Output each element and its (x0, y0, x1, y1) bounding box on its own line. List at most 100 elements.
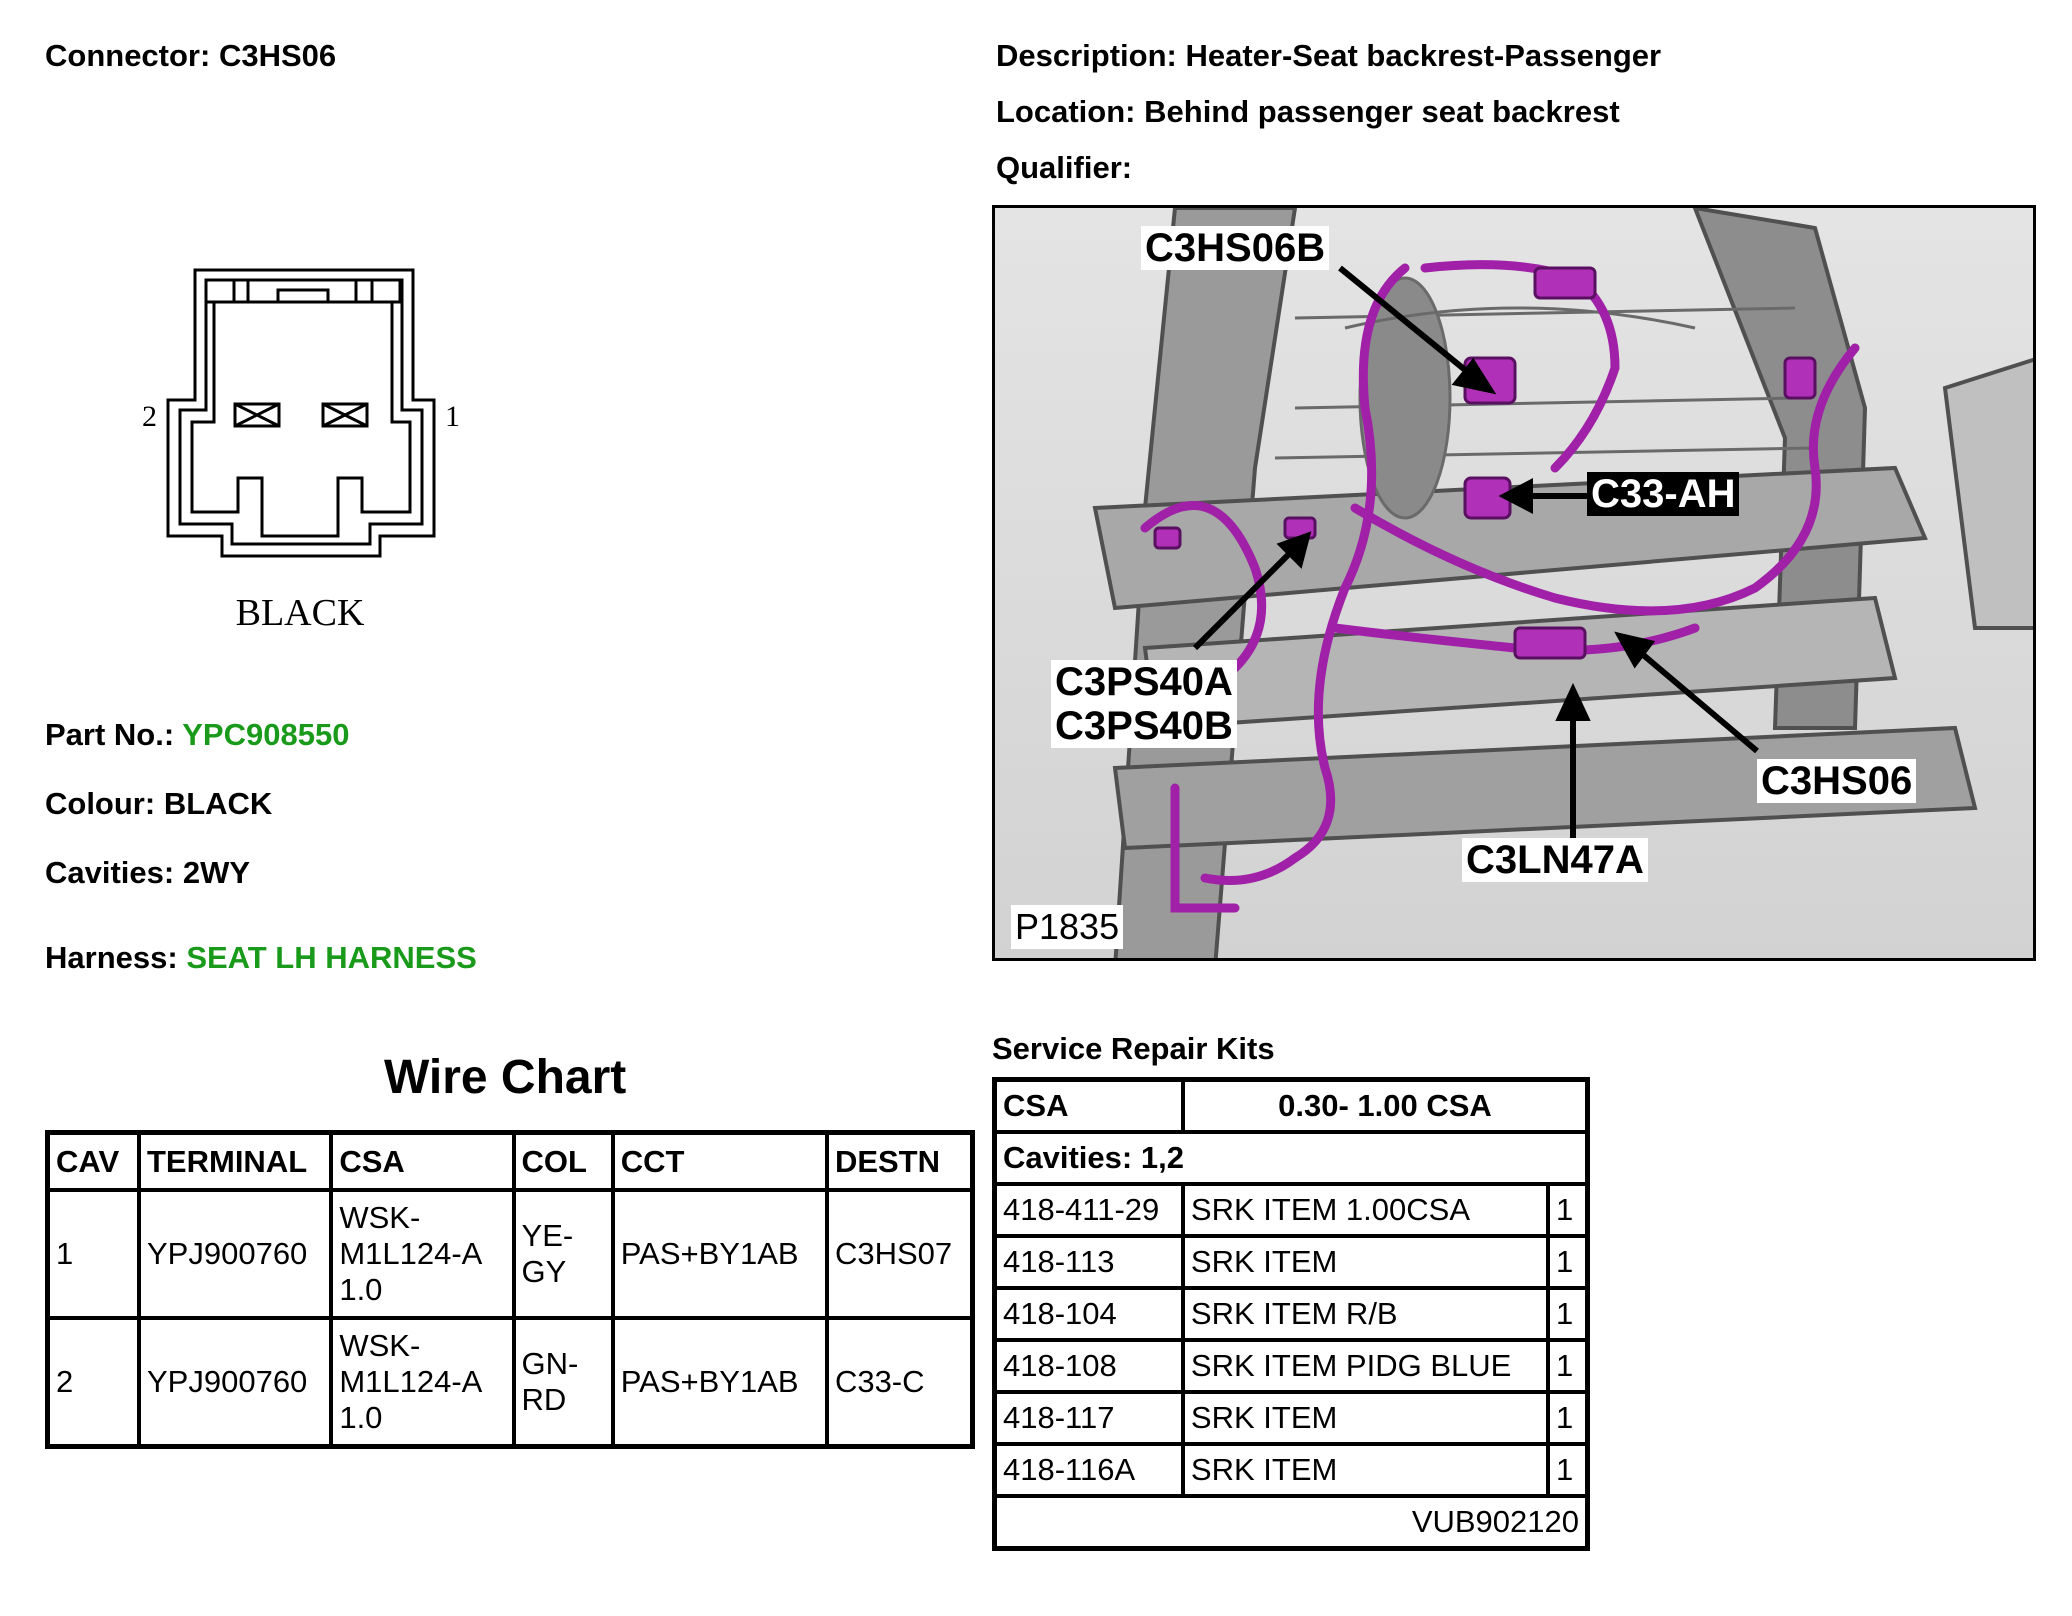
cell-col: GN- RD (511, 1316, 615, 1449)
location-line: Location: Behind passenger seat backrest (996, 94, 1620, 130)
colour-value: BLACK (163, 786, 273, 821)
header-col: COL (511, 1130, 615, 1192)
col-line: YE- (521, 1218, 574, 1253)
connector-line: Connector: C3HS06 (45, 38, 336, 74)
pin-2-label: 2 (142, 400, 157, 433)
srk-name: SRK ITEM (1180, 1442, 1551, 1498)
wire-chart-table: CAV TERMINAL CSA COL CCT DESTN 1 YPJ9007… (45, 1130, 975, 1449)
callout-c3ps40b: C3PS40B (1051, 704, 1237, 748)
srk-table: CSA 0.30- 1.00 CSA Cavities: 1,2 418-411… (992, 1077, 1590, 1551)
header-cav: CAV (45, 1130, 141, 1192)
callout-c3hs06b: C3HS06B (1141, 226, 1330, 270)
srk-qty: 1 (1546, 1234, 1590, 1290)
callout-c3hs06: C3HS06 (1757, 759, 1917, 803)
connector-face-diagram: 2 1 BLACK (142, 268, 460, 634)
colour-label: Colour: (45, 786, 156, 821)
srk-cavities: Cavities: 1,2 (992, 1130, 1590, 1186)
description-value: Heater-Seat backrest-Passenger (1185, 38, 1662, 73)
srk-title: Service Repair Kits (992, 1031, 1275, 1066)
cell-destn: C33-C (824, 1316, 975, 1449)
table-row: 418-116A SRK ITEM 1 (992, 1442, 1590, 1498)
photo-reference: P1835 (1011, 905, 1124, 949)
srk-csa-label: CSA (992, 1077, 1185, 1134)
col-line: GN- (521, 1346, 579, 1381)
wire-chart-header-row: CAV TERMINAL CSA COL CCT DESTN (45, 1130, 975, 1192)
cell-csa: WSK- M1L124-A 1.0 (329, 1188, 516, 1320)
table-row: 2 YPJ900760 WSK- M1L124-A 1.0 GN- RD PAS… (45, 1316, 975, 1449)
table-row: 418-104 SRK ITEM R/B 1 (992, 1286, 1590, 1342)
cell-cct: PAS+BY1AB (610, 1188, 829, 1320)
diagram-colour-label: BLACK (236, 592, 365, 634)
srk-name: SRK ITEM R/B (1180, 1286, 1551, 1342)
srk-name: SRK ITEM (1180, 1234, 1551, 1290)
part-no-line: Part No.: YPC908550 (45, 717, 349, 753)
qualifier-line: Qualifier: (996, 150, 1132, 186)
srk-code: 418-116A (992, 1442, 1185, 1498)
srk-qty: 1 (1546, 1182, 1590, 1238)
part-no-link[interactable]: YPC908550 (182, 717, 350, 752)
location-value: Behind passenger seat backrest (1144, 94, 1620, 129)
header-terminal: TERMINAL (136, 1130, 334, 1192)
srk-footer-row: VUB902120 (992, 1494, 1590, 1551)
cell-terminal: YPJ900760 (136, 1188, 334, 1320)
header-cct: CCT (610, 1130, 829, 1192)
table-row: 418-108 SRK ITEM PIDG BLUE 1 (992, 1338, 1590, 1394)
part-no-label: Part No.: (45, 717, 175, 752)
srk-code: 418-104 (992, 1286, 1185, 1342)
cell-cav: 1 (45, 1188, 141, 1320)
csa-line: 1.0 (339, 1400, 383, 1435)
header-destn: DESTN (824, 1130, 975, 1192)
callout-c3ln47a: C3LN47A (1462, 838, 1648, 882)
csa-line: M1L124-A (339, 1236, 483, 1271)
harness-line: Harness: SEAT LH HARNESS (45, 940, 477, 976)
csa-line: WSK- (339, 1200, 421, 1235)
connector-value: C3HS06 (218, 38, 337, 73)
cell-terminal: YPJ900760 (136, 1316, 334, 1449)
srk-name: SRK ITEM (1180, 1390, 1551, 1446)
wire-chart-title: Wire Chart (384, 1051, 627, 1104)
table-row: 418-411-29 SRK ITEM 1.00CSA 1 (992, 1182, 1590, 1238)
description-label: Description: (996, 38, 1177, 73)
callout-c3ps40a: C3PS40A (1051, 660, 1237, 704)
col-line: GY (521, 1254, 567, 1289)
col-line: RD (521, 1382, 567, 1417)
qualifier-label: Qualifier: (996, 150, 1133, 185)
pin-1-label: 1 (445, 400, 460, 433)
table-row: 1 YPJ900760 WSK- M1L124-A 1.0 YE- GY PAS… (45, 1188, 975, 1320)
srk-qty: 1 (1546, 1338, 1590, 1394)
callout-c33-ah: C33-AH (1587, 472, 1740, 516)
csa-line: M1L124-A (339, 1364, 483, 1399)
cell-cav: 2 (45, 1316, 141, 1449)
srk-name: SRK ITEM PIDG BLUE (1180, 1338, 1551, 1394)
description-line: Description: Heater-Seat backrest-Passen… (996, 38, 1661, 74)
srk-csa-value: 0.30- 1.00 CSA (1180, 1077, 1590, 1134)
srk-code: 418-117 (992, 1390, 1185, 1446)
table-row: 418-113 SRK ITEM 1 (992, 1234, 1590, 1290)
srk-code: 418-108 (992, 1338, 1185, 1394)
harness-link[interactable]: SEAT LH HARNESS (186, 940, 477, 975)
header-csa: CSA (329, 1130, 516, 1192)
cell-destn: C3HS07 (824, 1188, 975, 1320)
srk-qty: 1 (1546, 1442, 1590, 1498)
cavities-value: 2WY (182, 855, 251, 890)
srk-code: 418-411-29 (992, 1182, 1185, 1238)
srk-name: SRK ITEM 1.00CSA (1180, 1182, 1551, 1238)
srk-cavities-row: Cavities: 1,2 (992, 1130, 1590, 1186)
cell-csa: WSK- M1L124-A 1.0 (329, 1316, 516, 1449)
location-label: Location: (996, 94, 1136, 129)
csa-line: WSK- (339, 1328, 421, 1363)
srk-qty: 1 (1546, 1286, 1590, 1342)
srk-csa-row: CSA 0.30- 1.00 CSA (992, 1077, 1590, 1134)
harness-label: Harness: (45, 940, 178, 975)
cell-cct: PAS+BY1AB (610, 1316, 829, 1449)
cavities-label: Cavities: (45, 855, 175, 890)
cavities-line: Cavities: 2WY (45, 855, 250, 891)
csa-line: 1.0 (339, 1272, 383, 1307)
cell-col: YE- GY (511, 1188, 615, 1320)
colour-line: Colour: BLACK (45, 786, 272, 822)
srk-code: 418-113 (992, 1234, 1185, 1290)
connector-label: Connector: (45, 38, 211, 73)
table-row: 418-117 SRK ITEM 1 (992, 1390, 1590, 1446)
connector-location-photo: C3HS06B C33-AH C3PS40A C3PS40B C3HS06 C3… (992, 205, 2036, 961)
srk-qty: 1 (1546, 1390, 1590, 1446)
